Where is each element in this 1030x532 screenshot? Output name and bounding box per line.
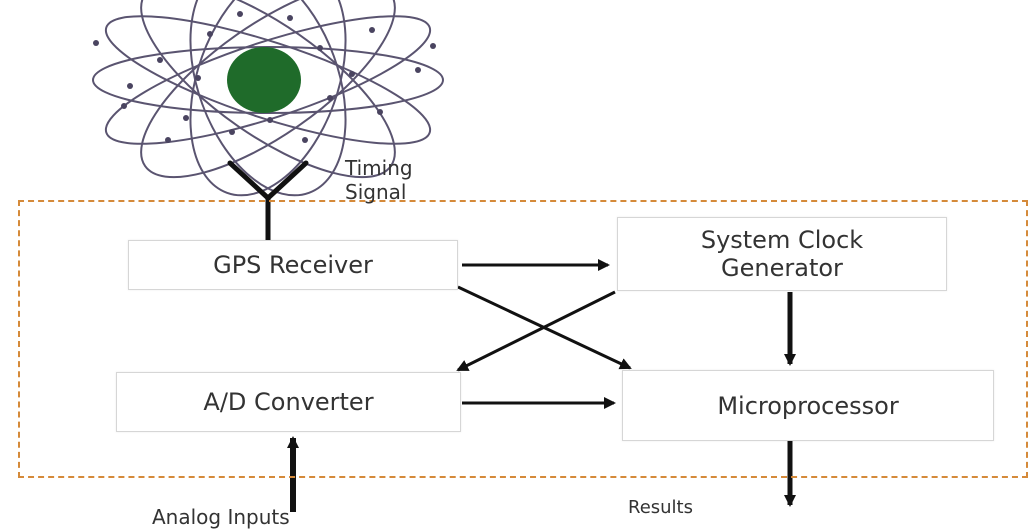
system-clock-label-line1: System Clock	[700, 226, 864, 254]
ad-converter-label: A/D Converter	[203, 388, 374, 416]
analog-inputs-label: Analog Inputs	[152, 505, 290, 529]
system-clock-generator-block: System Clock Generator	[617, 217, 947, 291]
earth-core-icon	[227, 47, 301, 113]
results-label: Results	[628, 497, 693, 518]
arrow-clock-to-ad	[456, 290, 616, 372]
gps-receiver-label: GPS Receiver	[213, 251, 373, 279]
timing-signal-line2: Signal	[345, 180, 407, 204]
ad-converter-block: A/D Converter	[116, 372, 461, 432]
microprocessor-block: Microprocessor	[622, 370, 994, 441]
antenna-icon	[227, 160, 309, 243]
timing-signal-line1: Timing	[345, 156, 413, 180]
system-clock-label-line2: Generator	[721, 254, 843, 282]
system-boundary	[18, 200, 1028, 478]
gps-receiver-block: GPS Receiver	[128, 240, 458, 290]
timing-signal-label: Timing Signal	[345, 156, 413, 204]
satellite-constellation-icon	[92, 0, 444, 197]
microprocessor-label: Microprocessor	[717, 391, 899, 420]
